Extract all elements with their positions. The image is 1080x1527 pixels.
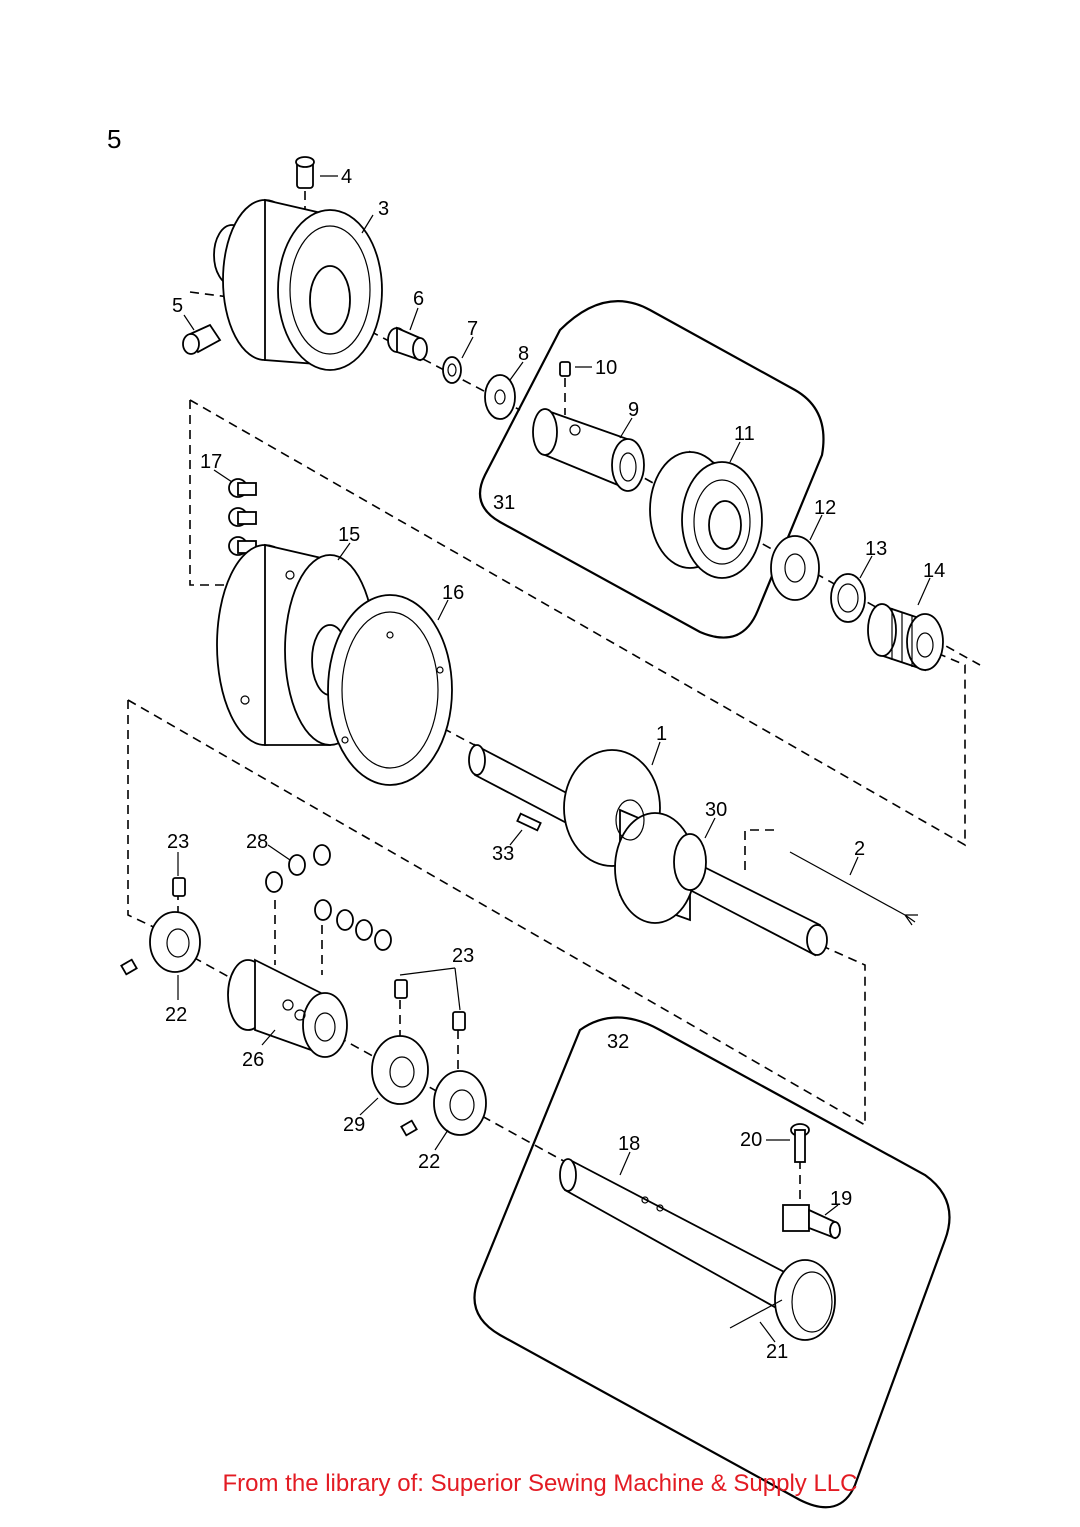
callout-4: 4 <box>341 166 352 188</box>
part-26-gear <box>227 958 348 1058</box>
callout-labels: 4 3 5 6 7 8 10 9 11 31 12 13 14 17 15 16… <box>165 166 945 1363</box>
callout-12: 12 <box>814 497 836 519</box>
part-11-bearing <box>649 450 763 579</box>
callout-5: 5 <box>172 295 183 317</box>
callout-16: 16 <box>442 582 464 604</box>
callout-23-right: 23 <box>452 945 474 967</box>
leader-lines <box>177 175 931 1343</box>
callout-19: 19 <box>830 1188 852 1210</box>
part-21-hook <box>729 1259 836 1341</box>
part-28-screws <box>265 844 392 951</box>
part-13-washer <box>830 573 866 623</box>
part-23-screw-a <box>172 877 186 897</box>
part-15-housing <box>216 543 376 746</box>
callout-20: 20 <box>740 1129 762 1151</box>
group-frame-32 <box>473 1016 951 1509</box>
part-1-shaft <box>468 743 828 957</box>
part-8-washer <box>484 374 516 420</box>
callout-11: 11 <box>734 423 755 445</box>
part-14-worm <box>867 603 944 672</box>
part-22-collar-right <box>400 1070 487 1137</box>
part-6-stud <box>387 326 428 362</box>
part-5-screw <box>182 323 222 355</box>
callout-3: 3 <box>378 198 389 220</box>
part-17-screws <box>228 478 257 556</box>
callout-32: 32 <box>607 1031 629 1053</box>
callout-13: 13 <box>865 538 887 560</box>
callout-15: 15 <box>338 524 360 546</box>
part-12-washer <box>770 535 820 601</box>
part-9-bushing <box>532 408 645 492</box>
part-22-collar-left <box>120 911 201 976</box>
callout-29: 29 <box>343 1114 365 1136</box>
footer-library-credit: From the library of: Superior Sewing Mac… <box>222 1470 858 1497</box>
part-23-screw-c <box>452 1011 466 1031</box>
callout-22-left: 22 <box>165 1004 187 1026</box>
callout-7: 7 <box>467 318 478 340</box>
callout-26: 26 <box>242 1049 264 1071</box>
part-30-bearing <box>673 833 707 891</box>
part-7-washer <box>442 356 462 384</box>
callout-18: 18 <box>618 1133 640 1155</box>
part-18-hook-shaft <box>559 1158 792 1312</box>
callout-30: 30 <box>705 799 727 821</box>
part-4-screw <box>295 156 315 189</box>
callout-9: 9 <box>628 399 639 421</box>
part-2-wick <box>789 851 918 926</box>
callout-21: 21 <box>766 1341 788 1363</box>
callout-10: 10 <box>595 357 617 379</box>
part-3-handwheel <box>213 198 383 371</box>
callout-8: 8 <box>518 343 529 365</box>
part-19-block <box>782 1204 841 1240</box>
callout-23-left: 23 <box>167 831 189 853</box>
callout-22-right: 22 <box>418 1151 440 1173</box>
callout-1: 1 <box>656 723 667 745</box>
part-16-gasket <box>327 594 453 786</box>
callout-14: 14 <box>923 560 945 582</box>
part-29-collar <box>371 1035 429 1105</box>
callout-2: 2 <box>854 838 865 860</box>
part-23-screw-b <box>394 979 408 999</box>
group-frame-31 <box>478 299 825 639</box>
callout-17: 17 <box>200 451 222 473</box>
part-33-pin <box>516 812 542 832</box>
callout-6: 6 <box>413 288 424 310</box>
part-10-screw <box>559 361 571 377</box>
part-20-screw <box>790 1123 810 1163</box>
callout-28: 28 <box>246 831 268 853</box>
page-number: 5 <box>107 124 122 154</box>
callout-31: 31 <box>493 492 515 514</box>
callout-33: 33 <box>492 843 514 865</box>
